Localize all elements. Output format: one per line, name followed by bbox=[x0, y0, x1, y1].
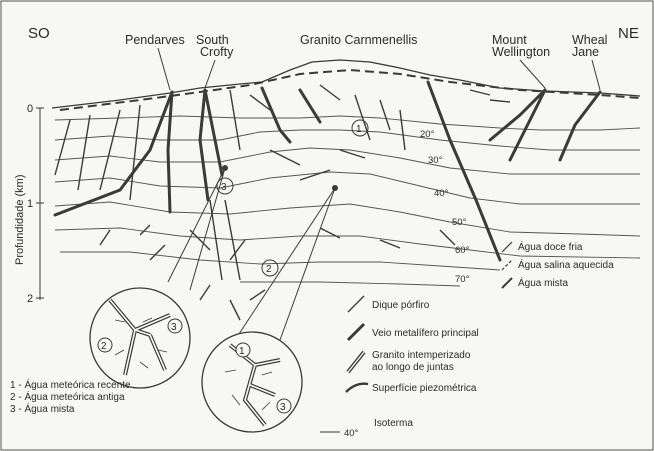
inset-left-marker-2: 2 bbox=[101, 341, 107, 352]
legend-weathered-granite: Granito intemperizado bbox=[372, 350, 471, 361]
isotherm-50: 50° bbox=[452, 217, 467, 228]
marker-1: 1 bbox=[356, 124, 362, 135]
water-type-3: 3 - Água mista bbox=[10, 402, 75, 415]
direction-west: SO bbox=[28, 25, 50, 42]
axis-label: Profundidade (km) bbox=[14, 175, 26, 266]
inset-right: 1 3 bbox=[202, 332, 302, 432]
legend-porphyry-dike: Dique pórfiro bbox=[372, 300, 430, 311]
tick-label-0: 0 bbox=[27, 103, 33, 115]
legend-isotherm-sample: 40° bbox=[344, 428, 359, 439]
water-type-2: 2 - Água meteórica antiga bbox=[10, 390, 125, 403]
water-fresh: Água doce fria bbox=[518, 240, 583, 253]
tick-label-2: 2 bbox=[27, 293, 33, 305]
inset-right-marker-3: 3 bbox=[280, 402, 286, 413]
inset-left: 2 3 bbox=[90, 288, 190, 388]
label-wheal-2: Jane bbox=[572, 45, 599, 59]
marker-3: 3 bbox=[221, 182, 227, 193]
water-type-1: 1 - Água meteórica recente bbox=[10, 378, 131, 391]
label-pendarves: Pendarves bbox=[125, 33, 185, 47]
legend-piezometric: Superfície piezométrica bbox=[372, 383, 477, 394]
label-mount-2: Wellington bbox=[492, 45, 550, 59]
isotherm-30: 30° bbox=[428, 155, 443, 166]
isotherm-70: 70° bbox=[455, 274, 470, 285]
tick-label-1: 1 bbox=[27, 198, 33, 210]
marker-2: 2 bbox=[266, 264, 272, 275]
isotherm-40: 40° bbox=[434, 188, 449, 199]
water-saline: Água salina aquecida bbox=[518, 258, 614, 271]
direction-east: NE bbox=[618, 25, 639, 42]
legend-main-vein: Veio metalífero principal bbox=[372, 328, 479, 339]
inset-left-marker-3: 3 bbox=[171, 322, 177, 333]
inset-right-marker-1: 1 bbox=[239, 346, 245, 357]
label-granito: Granito Carnmenellis bbox=[300, 33, 417, 47]
label-south-crofty-2: Crofty bbox=[200, 45, 234, 59]
legend-isotherm: Isoterma bbox=[374, 418, 413, 429]
legend-weathered-granite-2: ao longo de juntas bbox=[372, 362, 454, 373]
water-mixed: Água mista bbox=[518, 276, 568, 289]
isotherm-60: 60° bbox=[455, 245, 470, 256]
isotherm-20: 20° bbox=[420, 129, 435, 140]
